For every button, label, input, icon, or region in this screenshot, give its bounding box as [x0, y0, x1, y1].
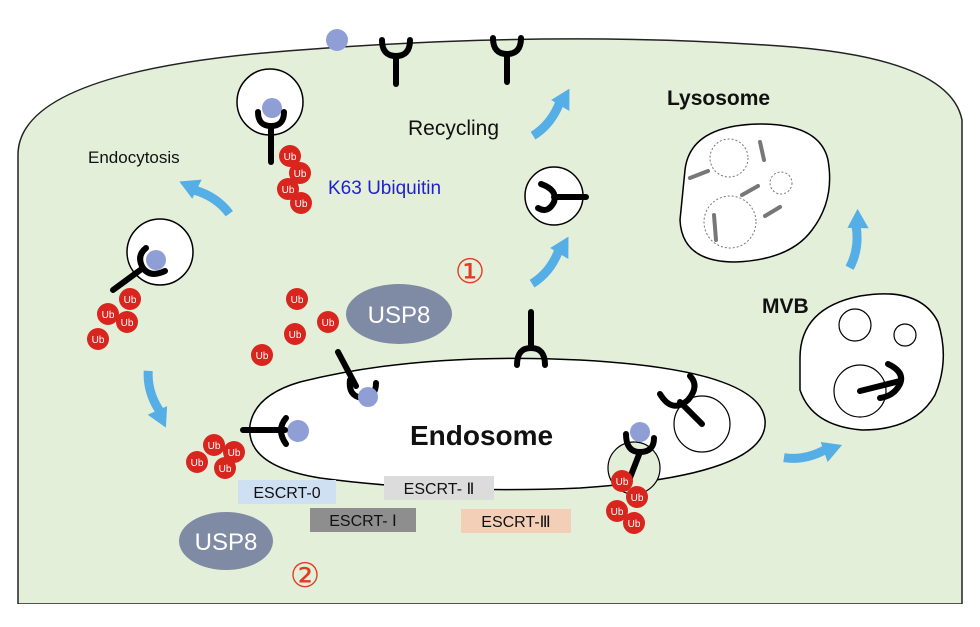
ub-label: Ub [256, 351, 269, 362]
ub-label: Ub [611, 507, 624, 518]
free-ubiquitin [251, 288, 339, 366]
ubiquitin-chain [186, 434, 245, 479]
ub-label: Ub [616, 477, 629, 488]
escrt3-box [461, 509, 571, 533]
escrt2-label: ESCRT- Ⅱ [404, 481, 475, 498]
ub-label: Ub [291, 295, 304, 306]
ub-label: Ub [219, 464, 232, 475]
endocytosis-label: Endocytosis [88, 148, 180, 167]
ub-label: Ub [102, 310, 115, 321]
ub-label: Ub [208, 441, 221, 452]
ub-label: Ub [282, 185, 295, 196]
ub-label: Ub [284, 152, 297, 163]
step-1-marker: ① [455, 253, 485, 291]
escrt1-box [310, 508, 416, 532]
escrt2-box [384, 476, 494, 500]
lysosome [679, 123, 831, 263]
lysosome-label: Lysosome [667, 87, 770, 110]
ub-label: Ub [124, 295, 137, 306]
usp8-bottom [179, 512, 273, 570]
ub-label: Ub [228, 448, 241, 459]
usp8-top [346, 284, 452, 344]
ubiquitin-chain [277, 145, 312, 214]
ub-label: Ub [631, 493, 644, 504]
ub-label: Ub [121, 318, 134, 329]
free-ligand [326, 29, 348, 51]
ub-labels: Ub Ub Ub Ub Ub Ub Ub Ub Ub Ub Ub Ub Ub U… [92, 152, 644, 530]
ub-label: Ub [322, 318, 335, 329]
step-2-marker: ② [290, 557, 320, 595]
mvb-label: MVB [762, 295, 809, 318]
k63-ubiquitin-label: K63 Ubiquitin [328, 178, 441, 199]
ubiquitin-chain [87, 288, 141, 350]
recycling-label: Recycling [408, 117, 499, 140]
escrt1-label: ESCRT- Ⅰ [329, 513, 397, 530]
bound-ligand [262, 98, 282, 118]
escrt0-box [238, 480, 336, 504]
ub-label: Ub [295, 199, 308, 210]
endosome-label: Endosome [410, 420, 553, 451]
usp8-top-label: USP8 [368, 302, 431, 329]
ub-label: Ub [289, 330, 302, 341]
ubiquitin-chain [606, 470, 648, 534]
ub-label: Ub [92, 335, 105, 346]
ub-label: Ub [191, 458, 204, 469]
ub-label: Ub [294, 169, 307, 180]
usp8-bottom-label: USP8 [195, 529, 258, 556]
escrt3-label: ESCRT-Ⅲ [481, 514, 550, 531]
ub-label: Ub [628, 519, 641, 530]
escrt0-label: ESCRT-0 [253, 485, 320, 502]
